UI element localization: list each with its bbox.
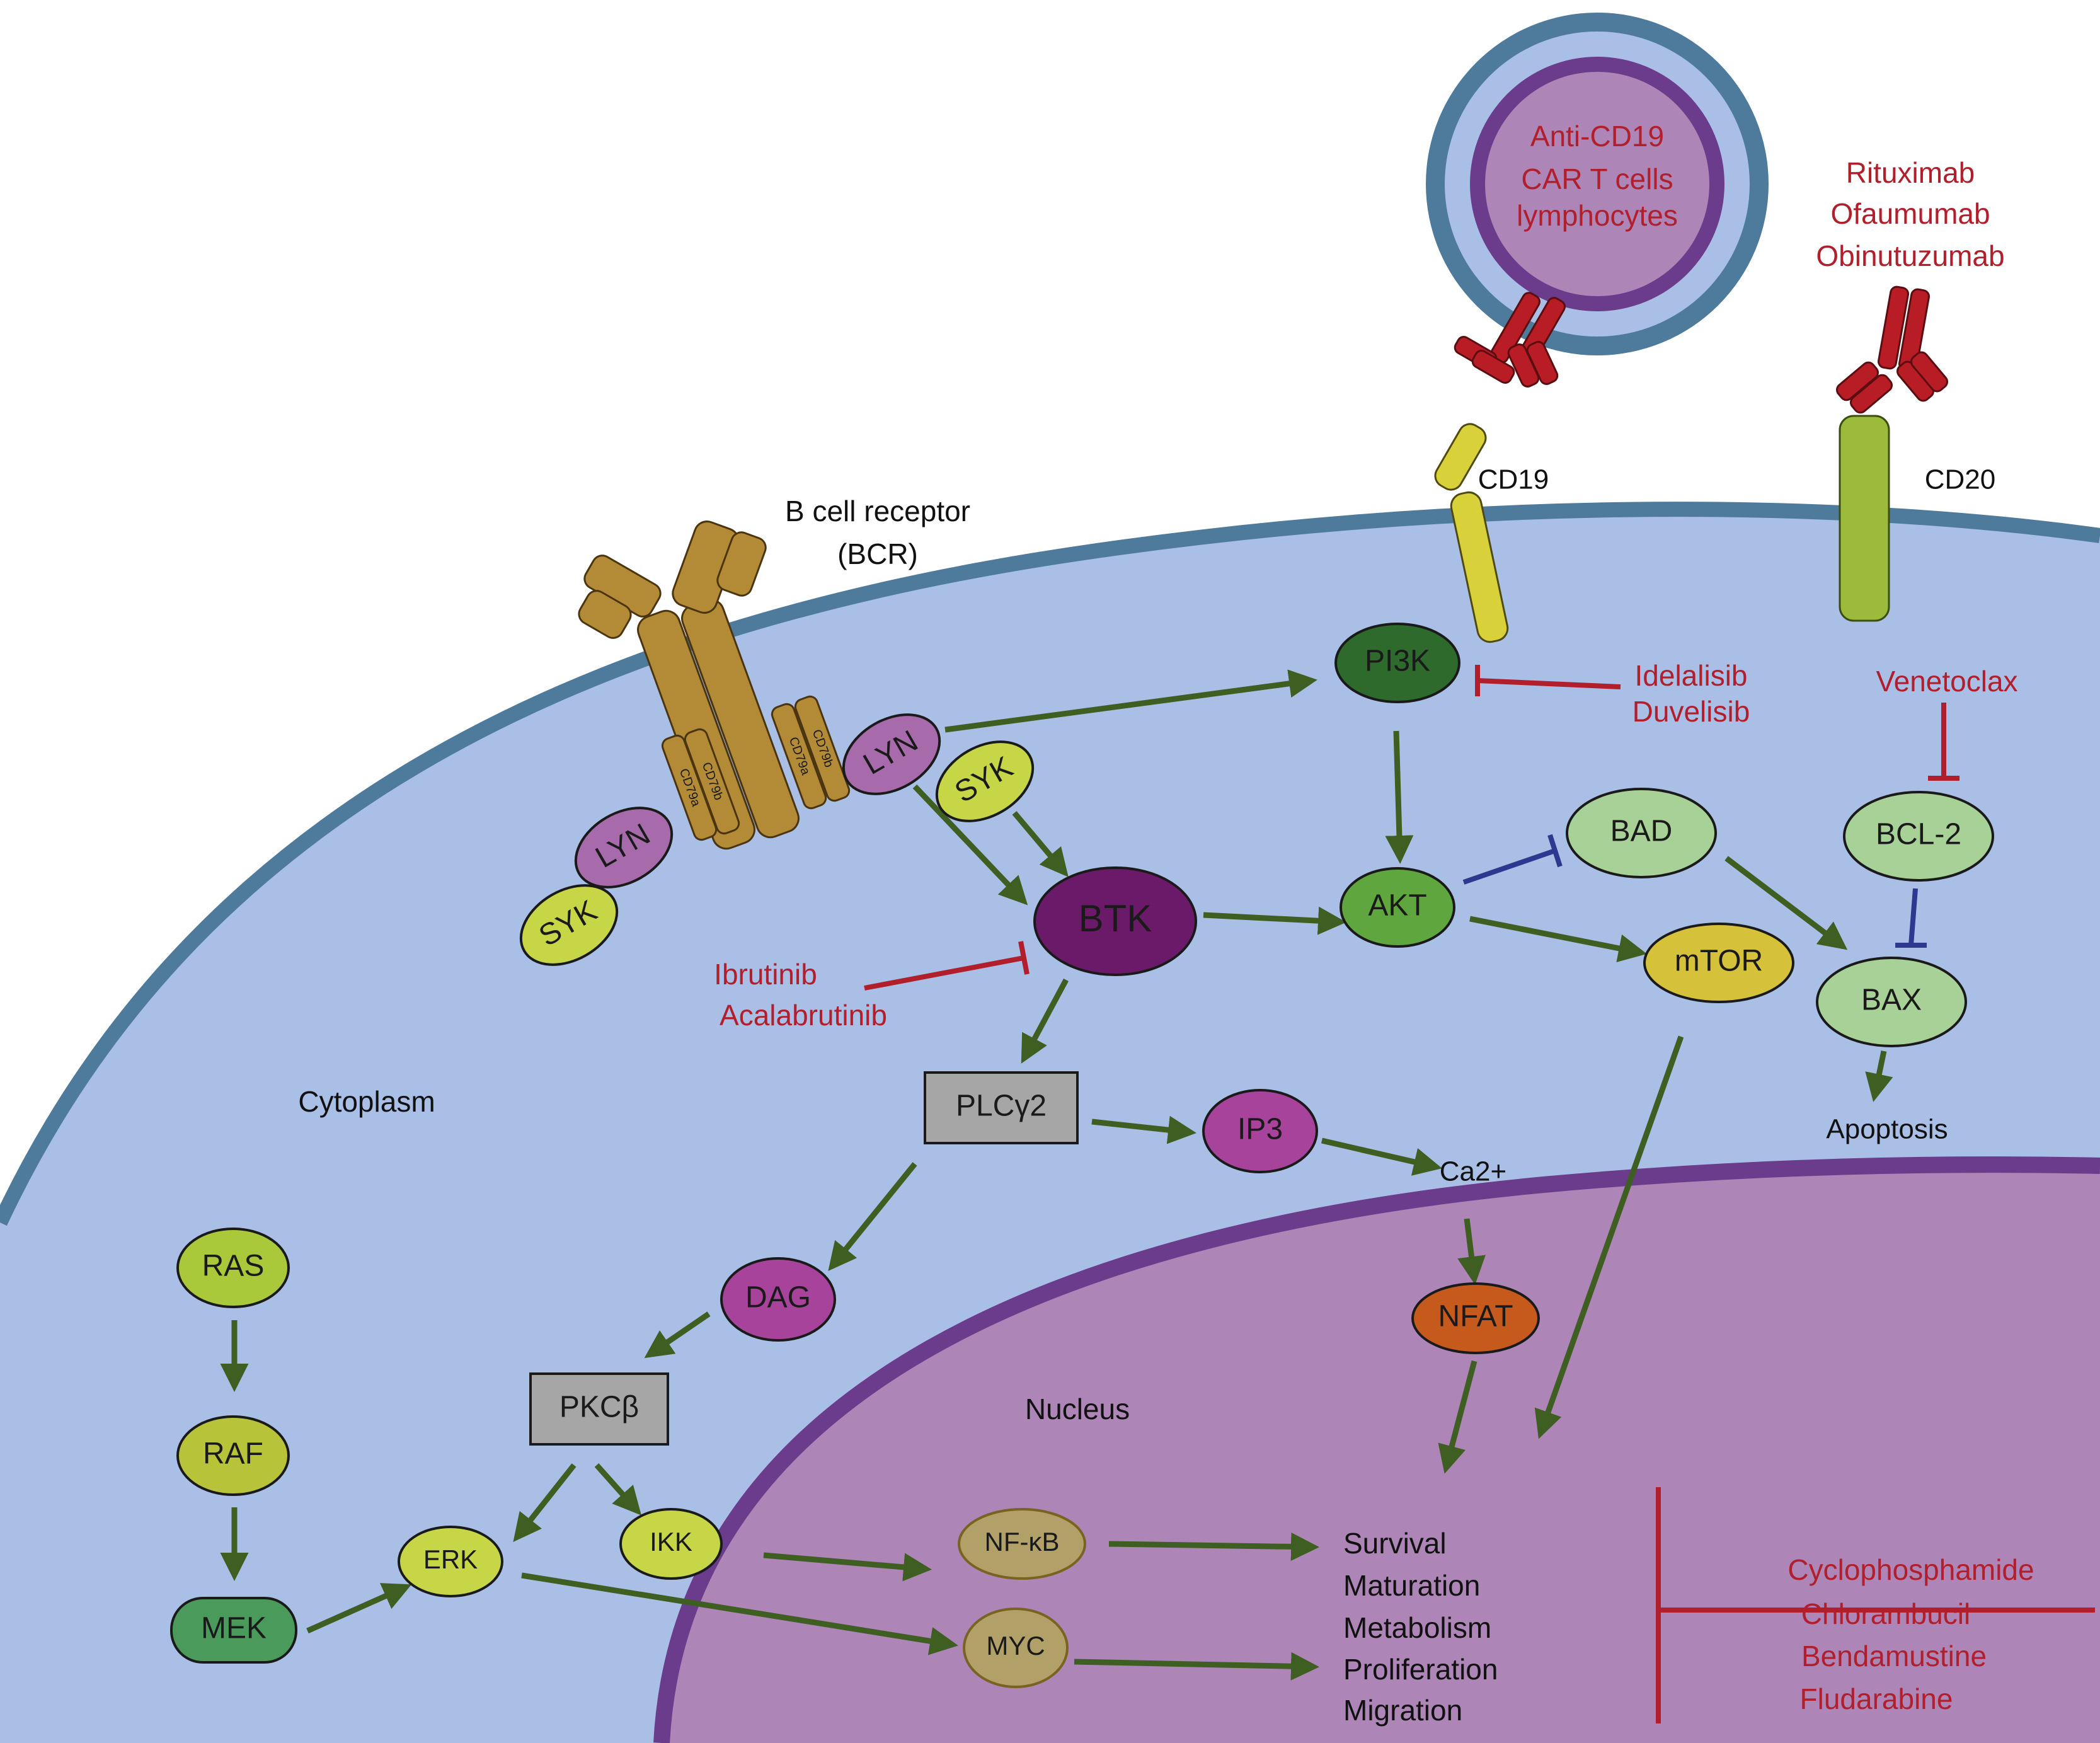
node-plcg2-label: PLCγ2 bbox=[956, 1090, 1047, 1123]
cd19-label: CD19 bbox=[1478, 464, 1549, 495]
bcl2-inhibition bbox=[1928, 703, 1959, 781]
drug-rituximab: Rituximab bbox=[1846, 156, 1975, 189]
node-bcl2-label: BCL-2 bbox=[1876, 818, 1961, 851]
node-syk-right: SYK bbox=[935, 740, 1035, 822]
cd20-receptor bbox=[1839, 415, 1890, 622]
drug-acalabrutinib: Acalabrutinib bbox=[720, 999, 887, 1032]
node-ras: RAS bbox=[176, 1228, 290, 1308]
drug-venetoclax: Venetoclax bbox=[1876, 665, 2017, 698]
anti-cd20-antibody bbox=[1836, 285, 1948, 414]
node-bad: BAD bbox=[1566, 788, 1717, 878]
node-btk: BTK bbox=[1033, 866, 1197, 976]
node-ras-label: RAS bbox=[202, 1250, 265, 1283]
node-pkcb-label: PKCβ bbox=[559, 1391, 639, 1424]
cd19-receptor bbox=[1434, 423, 1509, 643]
bcr-label-line2: (BCR) bbox=[837, 538, 918, 570]
car-t-label-line2: CAR T cells bbox=[1521, 163, 1673, 195]
node-akt: AKT bbox=[1340, 867, 1455, 948]
car-t-label-line1: Anti-CD19 bbox=[1530, 120, 1664, 152]
node-erk: ERK bbox=[398, 1526, 503, 1597]
car-t-cell: Anti-CD19 CAR T cells lymphocytes bbox=[1426, 13, 1769, 355]
node-lyn-right: LYN bbox=[842, 713, 941, 795]
node-bax: BAX bbox=[1816, 957, 1967, 1047]
node-dag-label: DAG bbox=[745, 1281, 811, 1314]
node-nfkb-label: NF-κB bbox=[985, 1527, 1060, 1556]
node-mek: MEK bbox=[170, 1597, 297, 1664]
node-mtor-label: mTOR bbox=[1675, 945, 1763, 978]
node-ip3: IP3 bbox=[1202, 1089, 1318, 1173]
cell-outcomes: Survival Maturation Metabolism Prolifera… bbox=[1343, 1527, 1498, 1727]
drug-ibrutinib: Ibrutinib bbox=[714, 958, 817, 991]
outcome-proliferation: Proliferation bbox=[1343, 1653, 1498, 1686]
cd20-label: CD20 bbox=[1925, 464, 1996, 495]
outcome-maturation: Maturation bbox=[1343, 1569, 1480, 1602]
outcome-metabolism: Metabolism bbox=[1343, 1611, 1491, 1644]
drug-fludarabine: Fludarabine bbox=[1800, 1683, 1953, 1715]
node-myc-label: MYC bbox=[986, 1631, 1045, 1660]
b-cell-receptor bbox=[578, 521, 851, 850]
drug-chlorambucil: Chlorambucil bbox=[1801, 1597, 1970, 1630]
chemo-inhibition bbox=[1656, 1487, 2095, 1723]
activation-arrows bbox=[220, 669, 1893, 1681]
drug-ofaumumab: Ofaumumab bbox=[1830, 197, 1990, 230]
node-mek-label: MEK bbox=[201, 1612, 267, 1645]
nucleus-label: Nucleus bbox=[1025, 1393, 1130, 1425]
outcome-migration: Migration bbox=[1343, 1694, 1462, 1727]
node-pi3k: PI3K bbox=[1334, 623, 1460, 703]
bax-inhibition bbox=[1895, 888, 1927, 948]
node-plcg2: PLCγ2 bbox=[924, 1071, 1079, 1144]
node-dag: DAG bbox=[720, 1257, 836, 1342]
node-bcl2: BCL-2 bbox=[1843, 791, 1994, 882]
drug-idelalisib: Idelalisib bbox=[1635, 659, 1748, 692]
drug-cyclophosphamide: Cyclophosphamide bbox=[1787, 1553, 2034, 1586]
car-antibody bbox=[1454, 292, 1566, 388]
node-nfkb: NF-κB bbox=[958, 1508, 1086, 1580]
inhibition-lines bbox=[864, 665, 2095, 1723]
drug-obinutuzumab: Obinutuzumab bbox=[1816, 239, 2004, 272]
node-nfat: NFAT bbox=[1411, 1282, 1540, 1354]
node-nfat-label: NFAT bbox=[1438, 1300, 1513, 1333]
node-raf: RAF bbox=[176, 1415, 290, 1496]
btk-inhibition bbox=[864, 941, 1030, 991]
node-mtor: mTOR bbox=[1643, 923, 1794, 1003]
bcr-label-line1: B cell receptor bbox=[785, 495, 970, 527]
node-erk-label: ERK bbox=[423, 1545, 478, 1574]
node-ikk: IKK bbox=[619, 1508, 723, 1580]
nuclear-envelope bbox=[653, 1156, 2100, 1743]
node-ikk-label: IKK bbox=[650, 1527, 692, 1556]
node-syk-left: SYK bbox=[519, 884, 619, 966]
node-lyn-left: LYN bbox=[574, 807, 674, 889]
node-pi3k-label: PI3K bbox=[1365, 645, 1430, 678]
drug-duvelisib: Duvelisib bbox=[1632, 695, 1750, 728]
pi3k-inhibition bbox=[1475, 665, 1621, 696]
cytoplasm-label: Cytoplasm bbox=[298, 1085, 435, 1118]
node-ip3-label: IP3 bbox=[1237, 1113, 1283, 1146]
outcome-survival: Survival bbox=[1343, 1527, 1447, 1560]
node-btk-label: BTK bbox=[1079, 897, 1152, 940]
node-pkcb: PKCβ bbox=[529, 1372, 669, 1446]
node-akt-label: AKT bbox=[1368, 889, 1426, 923]
node-bax-label: BAX bbox=[1861, 984, 1922, 1017]
node-myc: MYC bbox=[963, 1608, 1069, 1688]
node-raf-label: RAF bbox=[203, 1437, 263, 1471]
bad-inhibition bbox=[1462, 834, 1563, 885]
drug-bendamustine: Bendamustine bbox=[1801, 1640, 1987, 1672]
car-t-label-line3: lymphocytes bbox=[1517, 199, 1678, 232]
ca2-label: Ca2+ bbox=[1440, 1156, 1506, 1187]
cell-membrane bbox=[0, 502, 2100, 1226]
node-bad-label: BAD bbox=[1610, 815, 1673, 848]
anti-cd20-drugs: Rituximab Ofaumumab Obinutuzumab bbox=[1816, 156, 2004, 272]
apoptosis-label: Apoptosis bbox=[1826, 1114, 1948, 1145]
